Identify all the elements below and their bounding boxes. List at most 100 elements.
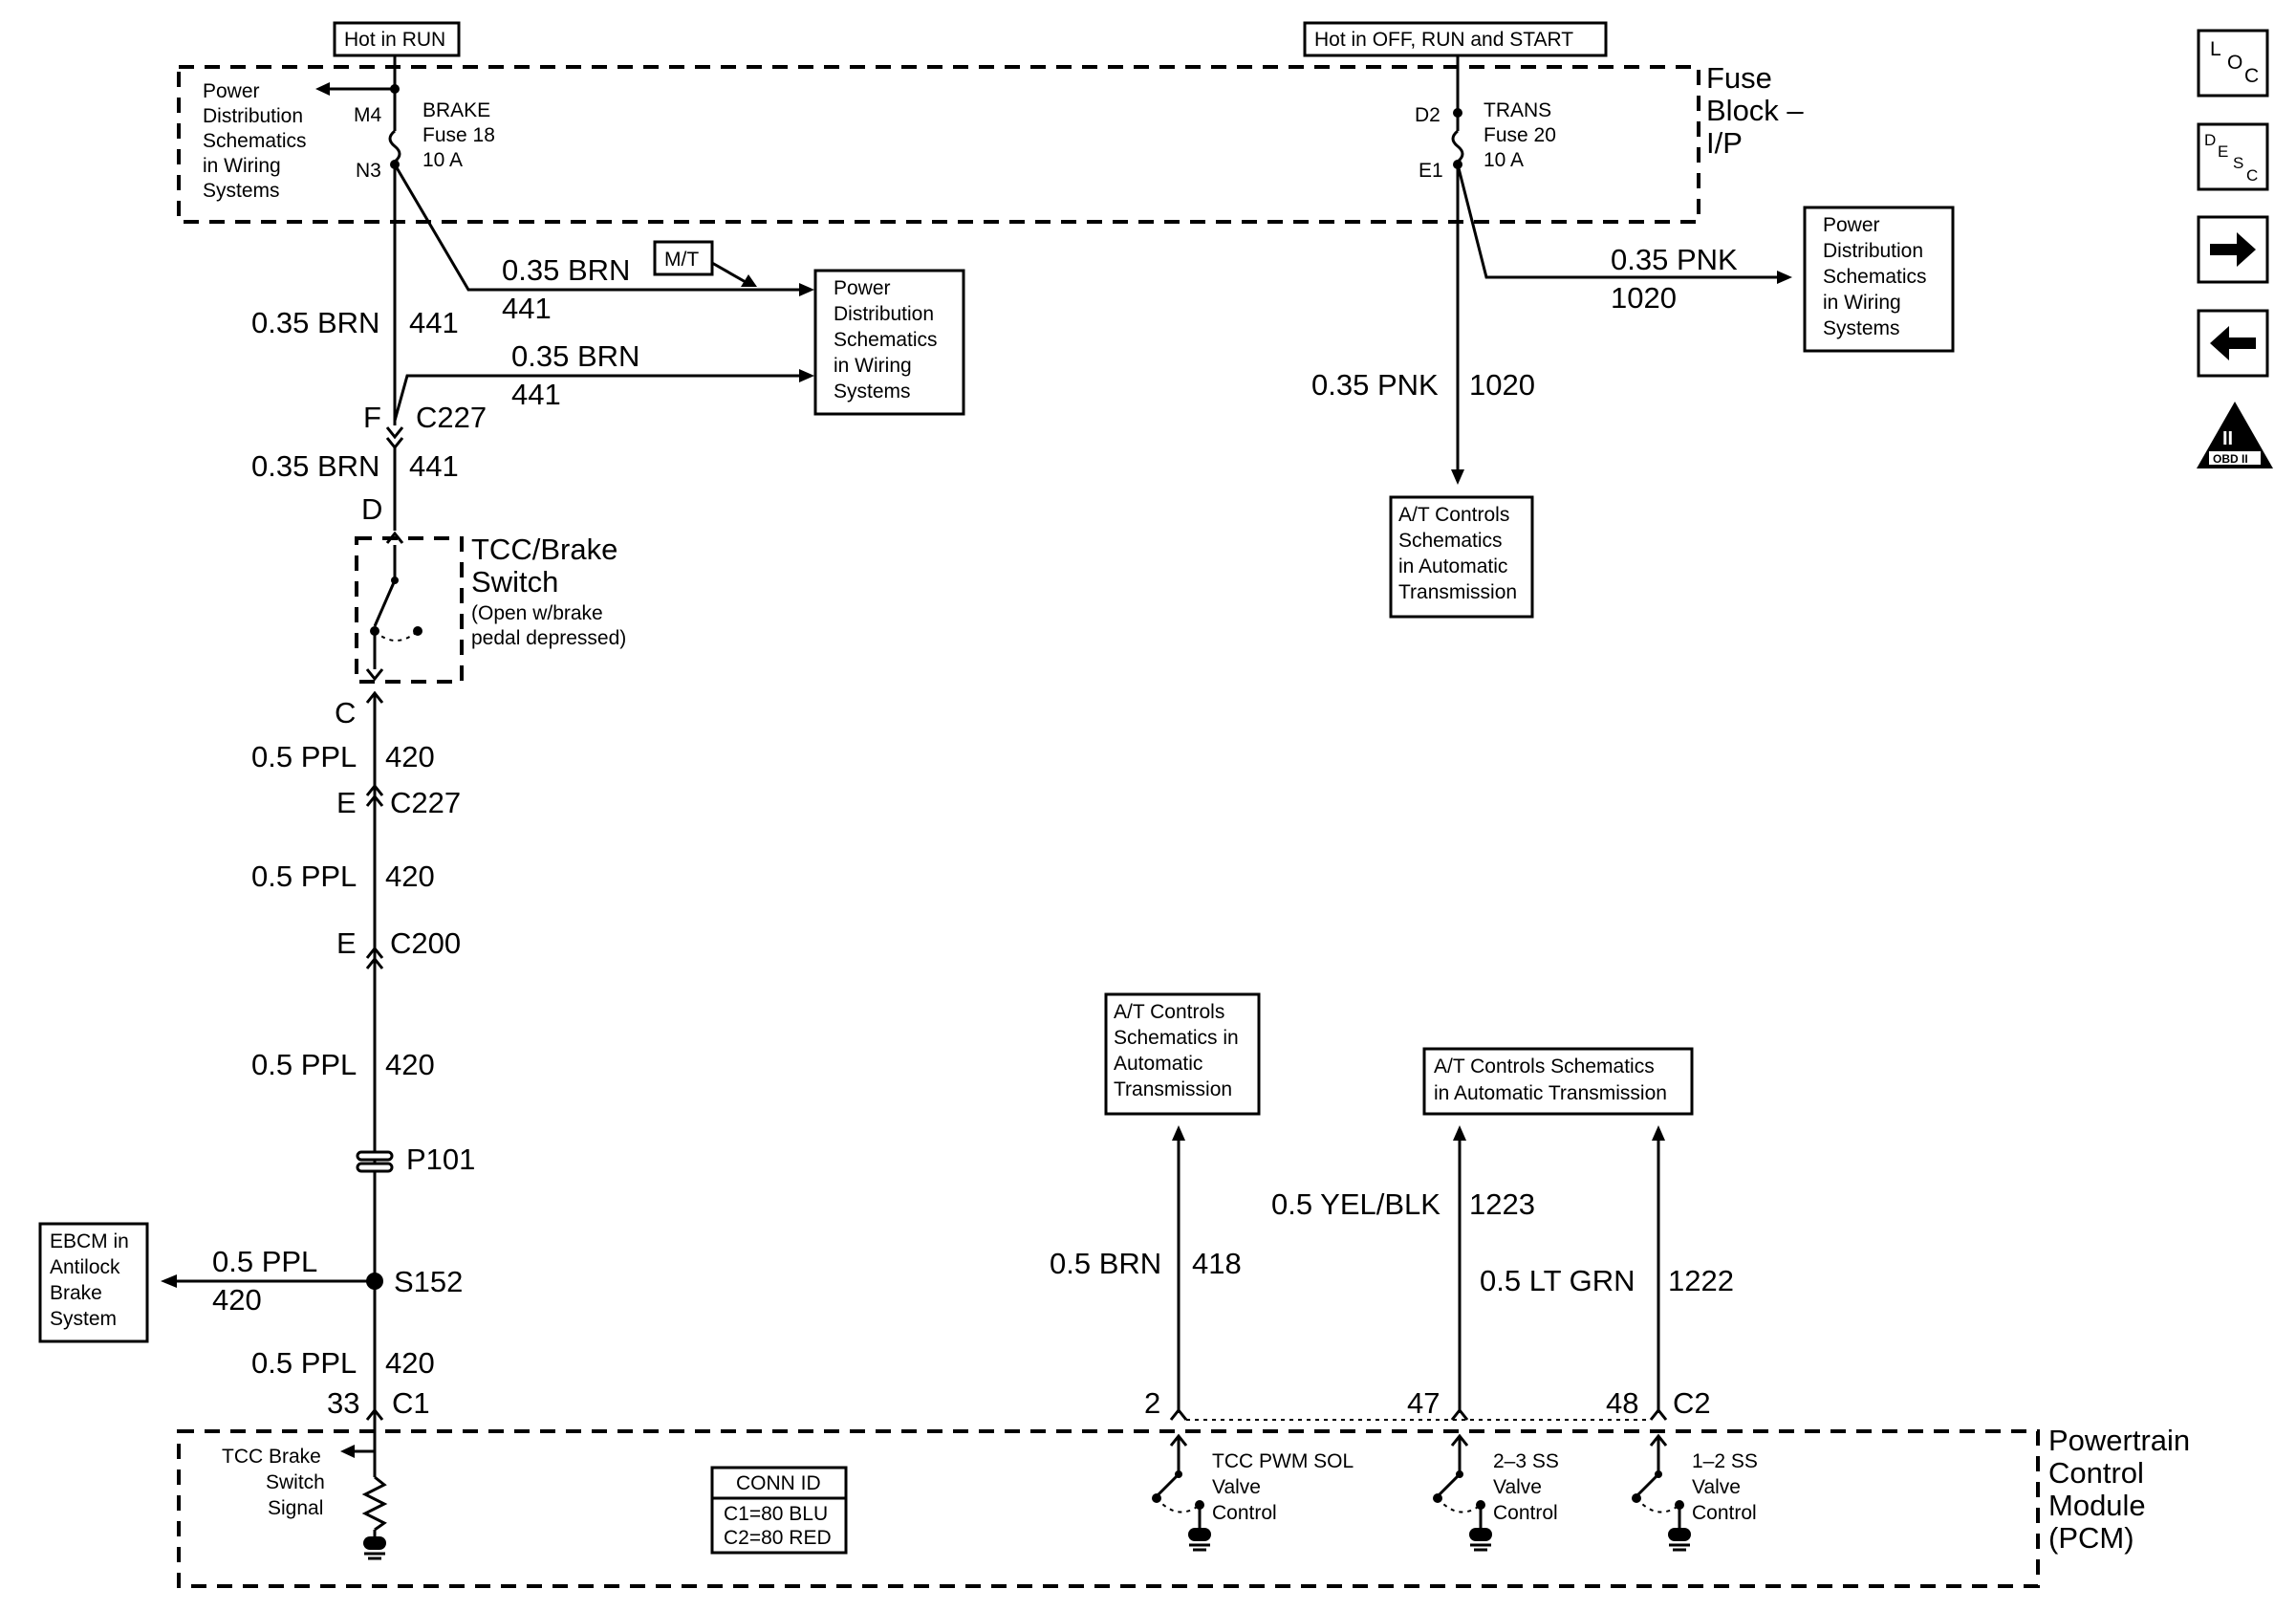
brake-fuse-number: Fuse 18 [422, 124, 495, 146]
wire-1020-main-circuit: 1020 [1469, 368, 1535, 402]
wire-418-circuit: 418 [1192, 1247, 1242, 1280]
ref-line: Power [203, 80, 260, 102]
switch-pin-top: D [361, 492, 382, 526]
sol-23-3: Control [1493, 1502, 1558, 1524]
conn-id-c2: C2=80 RED [724, 1527, 832, 1549]
c200-connector [365, 946, 384, 969]
ref-line: in Wiring [203, 155, 281, 177]
fuse-block-power-ref: Power Distribution Schematics in Wiring … [203, 80, 307, 202]
ebcm-branch-gauge: 0.5 PPL [212, 1245, 317, 1278]
ref-line: A/T Controls [1114, 1001, 1224, 1023]
at-controls-ref-box [1389, 495, 1534, 619]
ref-line: Systems [834, 381, 911, 403]
ref-line: Distribution [834, 303, 934, 325]
trans-fuse-pin-out: E1 [1419, 160, 1443, 182]
trans-fuse: D2 E1 TRANS Fuse 20 10 A [1415, 55, 1556, 182]
loc-button[interactable]: L O C [2197, 29, 2269, 98]
sol-tcc-1: TCC PWM SOL [1212, 1450, 1354, 1472]
desc-d: D [2204, 131, 2216, 149]
tcc-signal-1: TCC Brake [222, 1446, 321, 1468]
wire-420-b-gauge: 0.5 PPL [251, 860, 357, 893]
pcm-name-3: Module [2048, 1489, 2146, 1522]
brake-fuse: M4 N3 BRAKE Fuse 18 10 A [354, 55, 495, 182]
ref-line: Schematics [203, 130, 307, 152]
switch-name-1: TCC/Brake [471, 533, 617, 566]
fuse-block: Fuse Block – I/P Hot in RUN Hot in OFF, … [177, 21, 1804, 224]
brake-fuse-name: BRAKE [422, 99, 490, 121]
ref-line: Schematics in [1114, 1027, 1239, 1049]
hot-in-run-label: Hot in RUN [344, 29, 445, 51]
c227-top-connector [385, 426, 404, 450]
ref-line: in Automatic [1398, 555, 1507, 577]
ref-line: EBCM in [50, 1230, 129, 1252]
obd-label: OBD II [2213, 452, 2248, 466]
ground-icon [363, 1536, 386, 1560]
pin-48: 48 [1606, 1386, 1638, 1420]
fuse-block-label-3: I/P [1706, 126, 1743, 160]
ref-line: in Automatic Transmission [1434, 1082, 1667, 1104]
pin-2: 2 [1144, 1386, 1160, 1420]
wire-1020-main-gauge: 0.35 PNK [1311, 368, 1439, 402]
desc-s: S [2233, 154, 2243, 172]
fuse-block-outline [177, 65, 1700, 224]
ref-line: Systems [1823, 317, 1900, 339]
trans-fuse-rating: 10 A [1484, 149, 1524, 171]
ebcm-ref-box [38, 1222, 149, 1343]
wire-420-b-circuit: 420 [385, 860, 435, 893]
loc-l: L [2210, 38, 2221, 60]
wire-1020-branch-gauge: 0.35 PNK [1611, 243, 1738, 276]
at-ref-418-box [1104, 992, 1261, 1116]
c200-pin: E [336, 926, 357, 960]
ref-line: Transmission [1398, 581, 1517, 603]
ref-line: Schematics [1398, 530, 1503, 552]
sol-12-3: Control [1692, 1502, 1757, 1524]
p101-label: P101 [406, 1143, 475, 1176]
pull-up-resistor [361, 1475, 388, 1532]
pcm-conn-c1: C1 [392, 1386, 430, 1420]
ref-line: Distribution [1823, 240, 1923, 262]
next-button[interactable] [2197, 215, 2269, 284]
branch-1020-wire [1456, 163, 1780, 279]
brake-fuse-pin-in: M4 [354, 104, 381, 126]
pcm: Powertrain Control Module (PCM) TCC Brak… [177, 1420, 2190, 1588]
tcc-brake-switch-outline [355, 536, 464, 684]
arrow-left-icon [2210, 326, 2256, 360]
wire-441-main-gauge: 0.35 BRN [251, 306, 379, 339]
ref-line: Systems [203, 180, 280, 202]
wire-441-lower-circuit: 441 [409, 449, 459, 483]
fuse-power-ref-arrow [315, 82, 330, 96]
wire-420-c-gauge: 0.5 PPL [251, 1048, 357, 1081]
ref-line: in Wiring [1823, 292, 1901, 314]
mt-tag: M/T [664, 249, 699, 271]
ref-line: System [50, 1308, 117, 1330]
loc-o: O [2227, 52, 2242, 74]
conn-c2: C2 [1673, 1386, 1711, 1420]
trans-power-ref-box [1803, 206, 1955, 353]
pin-47: 47 [1407, 1386, 1440, 1420]
ref-line: Schematics [1823, 266, 1927, 288]
c227-bottom-name: C227 [390, 786, 461, 819]
branch-2-circuit: 441 [511, 378, 561, 411]
desc-button[interactable]: D E S C [2197, 122, 2269, 191]
brake-fuse-pin-out: N3 [356, 160, 381, 182]
trans-circuit: 0.35 PNK 1020 Power Distribution Schemat… [1311, 163, 1955, 619]
mt-tag-box [653, 240, 714, 276]
obd-ii-button[interactable]: II OBD II [2197, 402, 2273, 468]
hot-in-all-label: Hot in OFF, RUN and START [1314, 29, 1573, 51]
ref-line: Antilock [50, 1256, 120, 1278]
back-button[interactable] [2197, 309, 2269, 378]
c227-bottom-pin: E [336, 786, 357, 819]
fuse-block-label-2: Block – [1706, 94, 1804, 127]
branch-mt-circuit: 441 [502, 292, 552, 325]
tcc-signal-2: Switch [266, 1471, 325, 1493]
wire-420-c-circuit: 420 [385, 1048, 435, 1081]
trans-fuse-name: TRANS [1484, 99, 1551, 121]
wire-1020-branch-circuit: 1020 [1611, 281, 1677, 315]
sol-tcc-3: Control [1212, 1502, 1277, 1524]
loc-c: C [2244, 65, 2259, 87]
trans-fuse-number: Fuse 20 [1484, 124, 1556, 146]
branch-mt-wire [393, 163, 803, 292]
c200-name: C200 [390, 926, 461, 960]
pcm-output-circuits: A/T Controls Schematics in Automatic Tra… [1050, 992, 1734, 1421]
switch-pin-bottom: C [335, 696, 356, 729]
